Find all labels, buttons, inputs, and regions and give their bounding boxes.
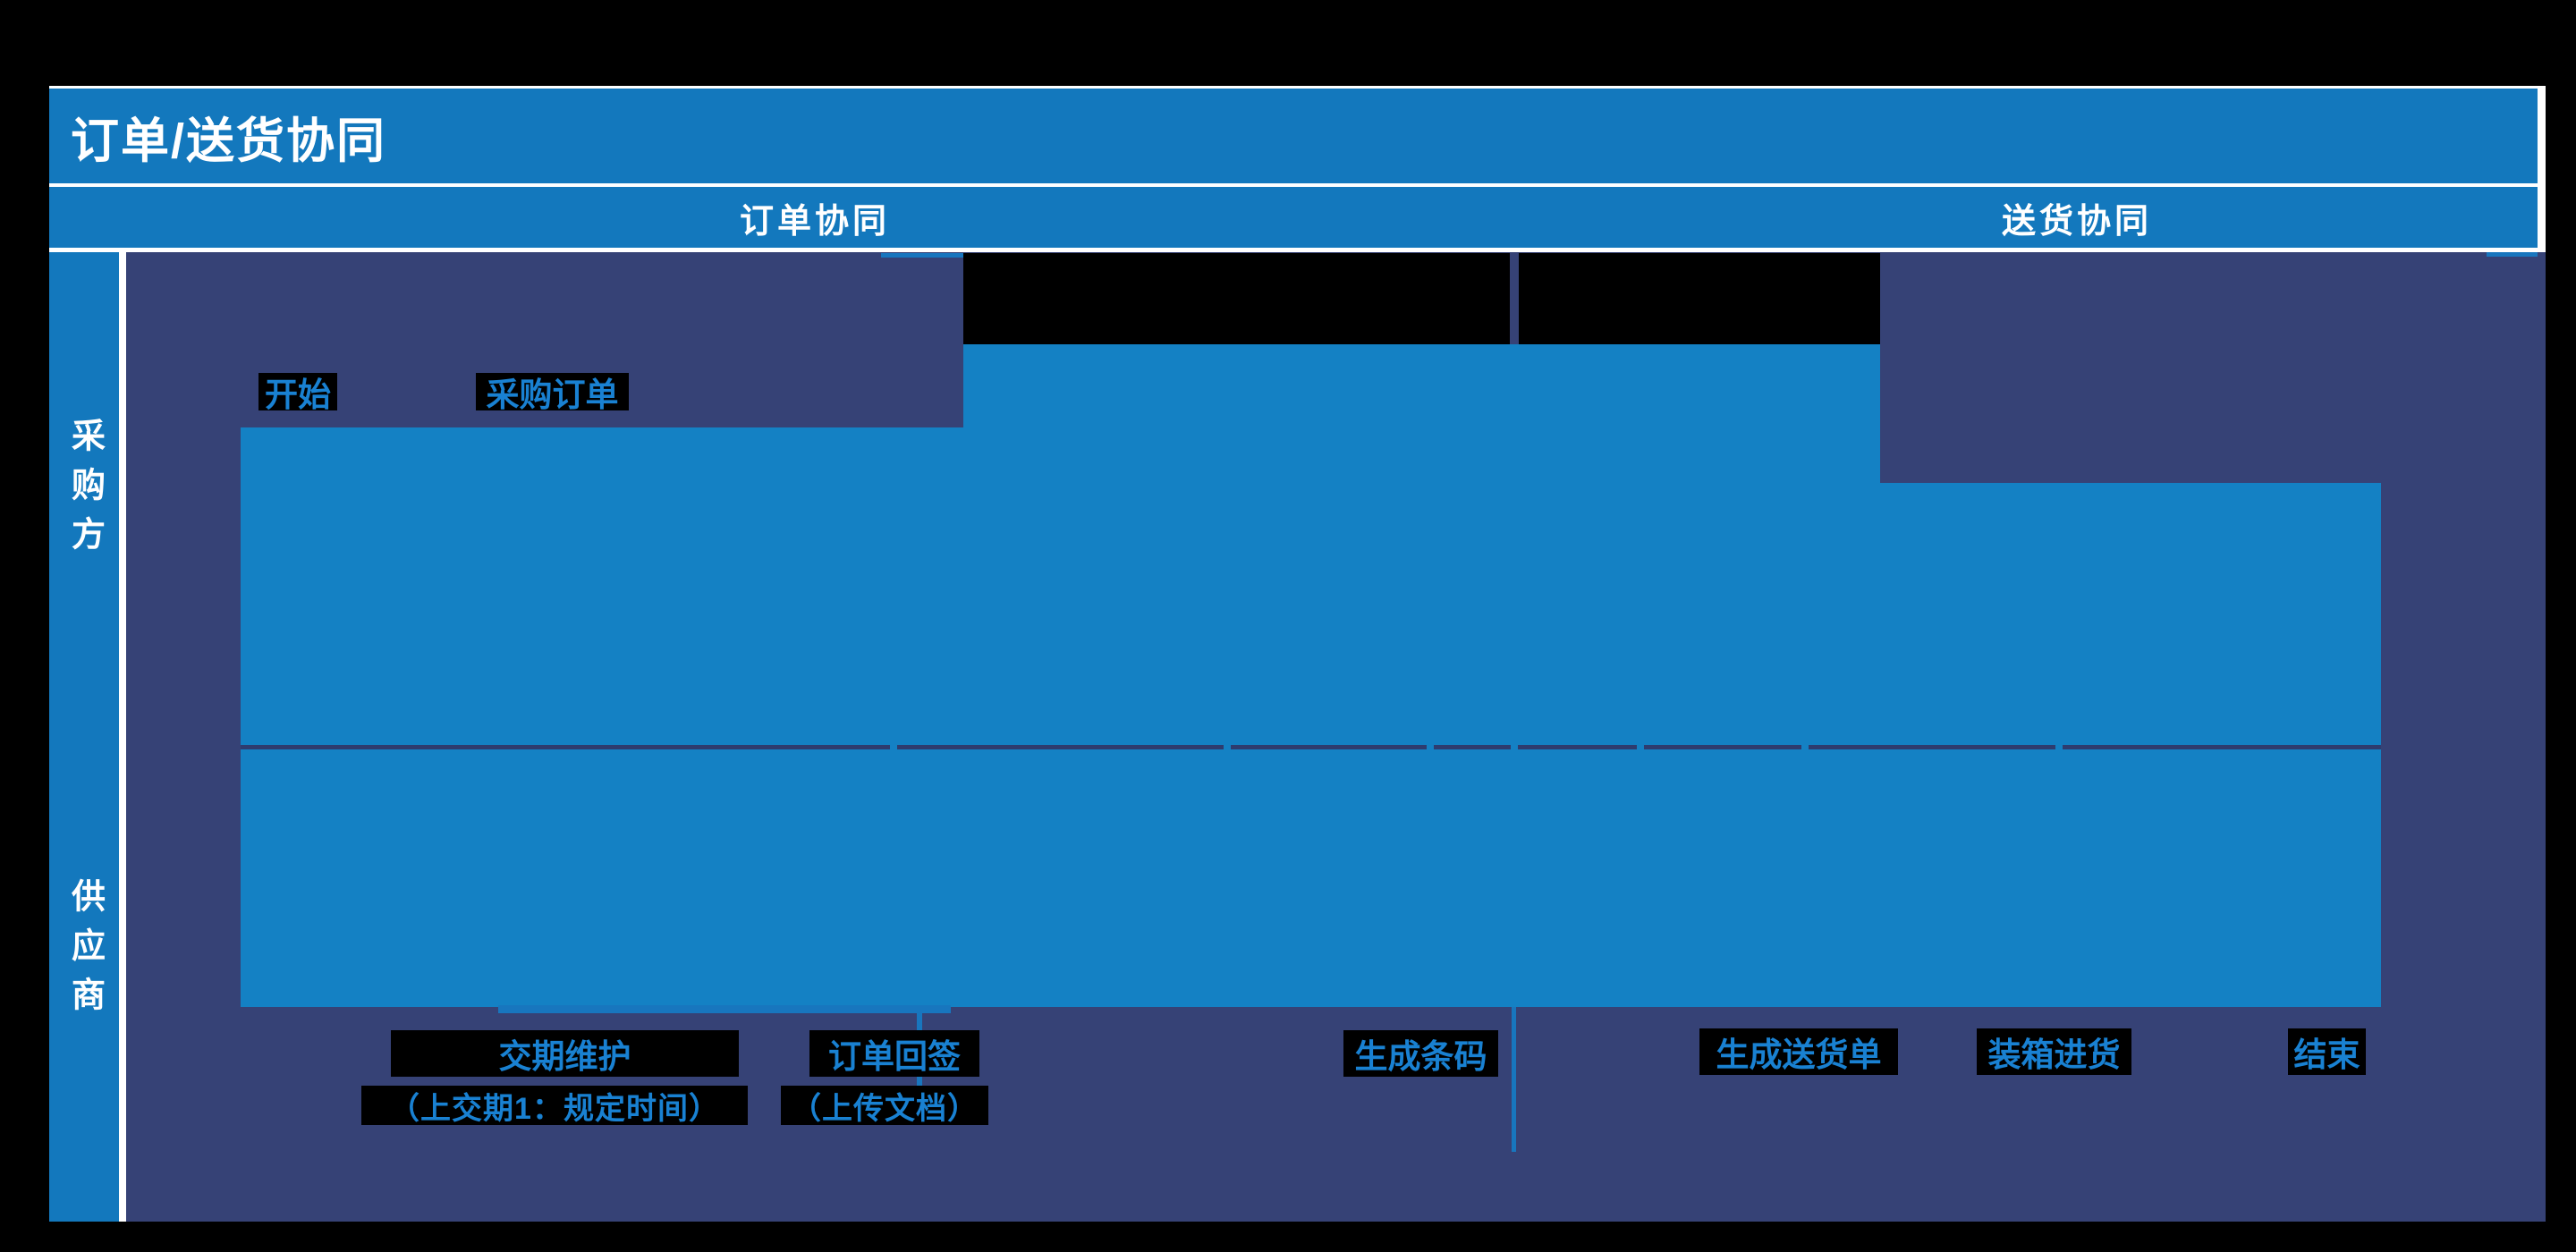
node-label: 生成送货单 bbox=[1716, 1036, 1882, 1073]
phase-label: 订单协同 bbox=[739, 202, 890, 241]
node-delivery-date-maintenance: 交期维护 bbox=[391, 1030, 739, 1077]
node-start: 开始 bbox=[258, 373, 337, 413]
divider-under-phase-header bbox=[49, 248, 2546, 252]
lane-label-supplier: 供应商 bbox=[49, 878, 119, 1026]
node-purchase-order: 采购订单 bbox=[476, 373, 629, 413]
lane-divider-segment bbox=[1434, 745, 1511, 749]
node-note-label: （上传文档） bbox=[791, 1091, 979, 1126]
node-label: 装箱进货 bbox=[1987, 1036, 2121, 1073]
connector-top-left bbox=[881, 253, 963, 258]
node-packing-inbound: 装箱进货 bbox=[1977, 1028, 2131, 1075]
lane-column-separator bbox=[119, 252, 126, 1222]
diagram-top-border bbox=[49, 86, 2546, 89]
lane-divider-segment bbox=[1644, 745, 1801, 749]
phase-label: 送货协同 bbox=[2001, 202, 2152, 241]
node-generate-delivery-note: 生成送货单 bbox=[1699, 1028, 1898, 1075]
lane-label-column bbox=[49, 252, 119, 1222]
page-title: 订单/送货协同 bbox=[71, 114, 387, 168]
phase-header-row: 订单协同 送货协同 bbox=[49, 187, 2546, 248]
node-note-delivery-date: （上交期1：规定时间） bbox=[361, 1086, 748, 1126]
lane-divider-segment bbox=[1809, 745, 2055, 749]
lane-divider-segment bbox=[2063, 745, 2381, 749]
connector-under-panel bbox=[498, 1005, 951, 1013]
header-right-border bbox=[2538, 86, 2546, 252]
phase-column-delivery-collab: 送货协同 bbox=[1898, 187, 2256, 248]
node-label: 采购订单 bbox=[486, 376, 619, 413]
process-panel-left bbox=[241, 427, 963, 1007]
lane-divider-segment bbox=[1231, 745, 1427, 749]
node-order-sign-back: 订单回签 bbox=[809, 1030, 979, 1077]
node-label: 订单回签 bbox=[828, 1038, 961, 1075]
node-note-upload-doc: （上传文档） bbox=[781, 1086, 988, 1126]
process-panel-middle bbox=[963, 344, 1880, 1007]
connector-vertical-main bbox=[1512, 1007, 1516, 1152]
title-bar: 订单/送货协同 bbox=[49, 89, 2546, 183]
node-label: 开始 bbox=[265, 376, 331, 413]
masked-block-right bbox=[1519, 253, 1880, 344]
lane-label-text: 供应商 bbox=[65, 878, 104, 1026]
node-end: 结束 bbox=[2288, 1028, 2366, 1075]
lane-divider-segment bbox=[897, 745, 1224, 749]
node-note-label: （上交期1：规定时间） bbox=[389, 1091, 720, 1126]
node-label: 结束 bbox=[2293, 1036, 2360, 1073]
lane-label-text: 采购方 bbox=[65, 418, 104, 565]
node-label: 交期维护 bbox=[498, 1038, 631, 1075]
masked-block-left bbox=[963, 253, 1510, 344]
divider-under-title bbox=[49, 183, 2546, 187]
lane-label-purchaser: 采购方 bbox=[49, 418, 119, 565]
node-generate-barcode: 生成条码 bbox=[1343, 1030, 1498, 1077]
lane-divider-segment bbox=[1518, 745, 1637, 749]
phase-column-order-collab: 订单协同 bbox=[636, 187, 994, 248]
connector-top-right bbox=[2487, 252, 2538, 257]
lane-divider-segment bbox=[241, 745, 890, 749]
node-label: 生成条码 bbox=[1354, 1038, 1487, 1075]
